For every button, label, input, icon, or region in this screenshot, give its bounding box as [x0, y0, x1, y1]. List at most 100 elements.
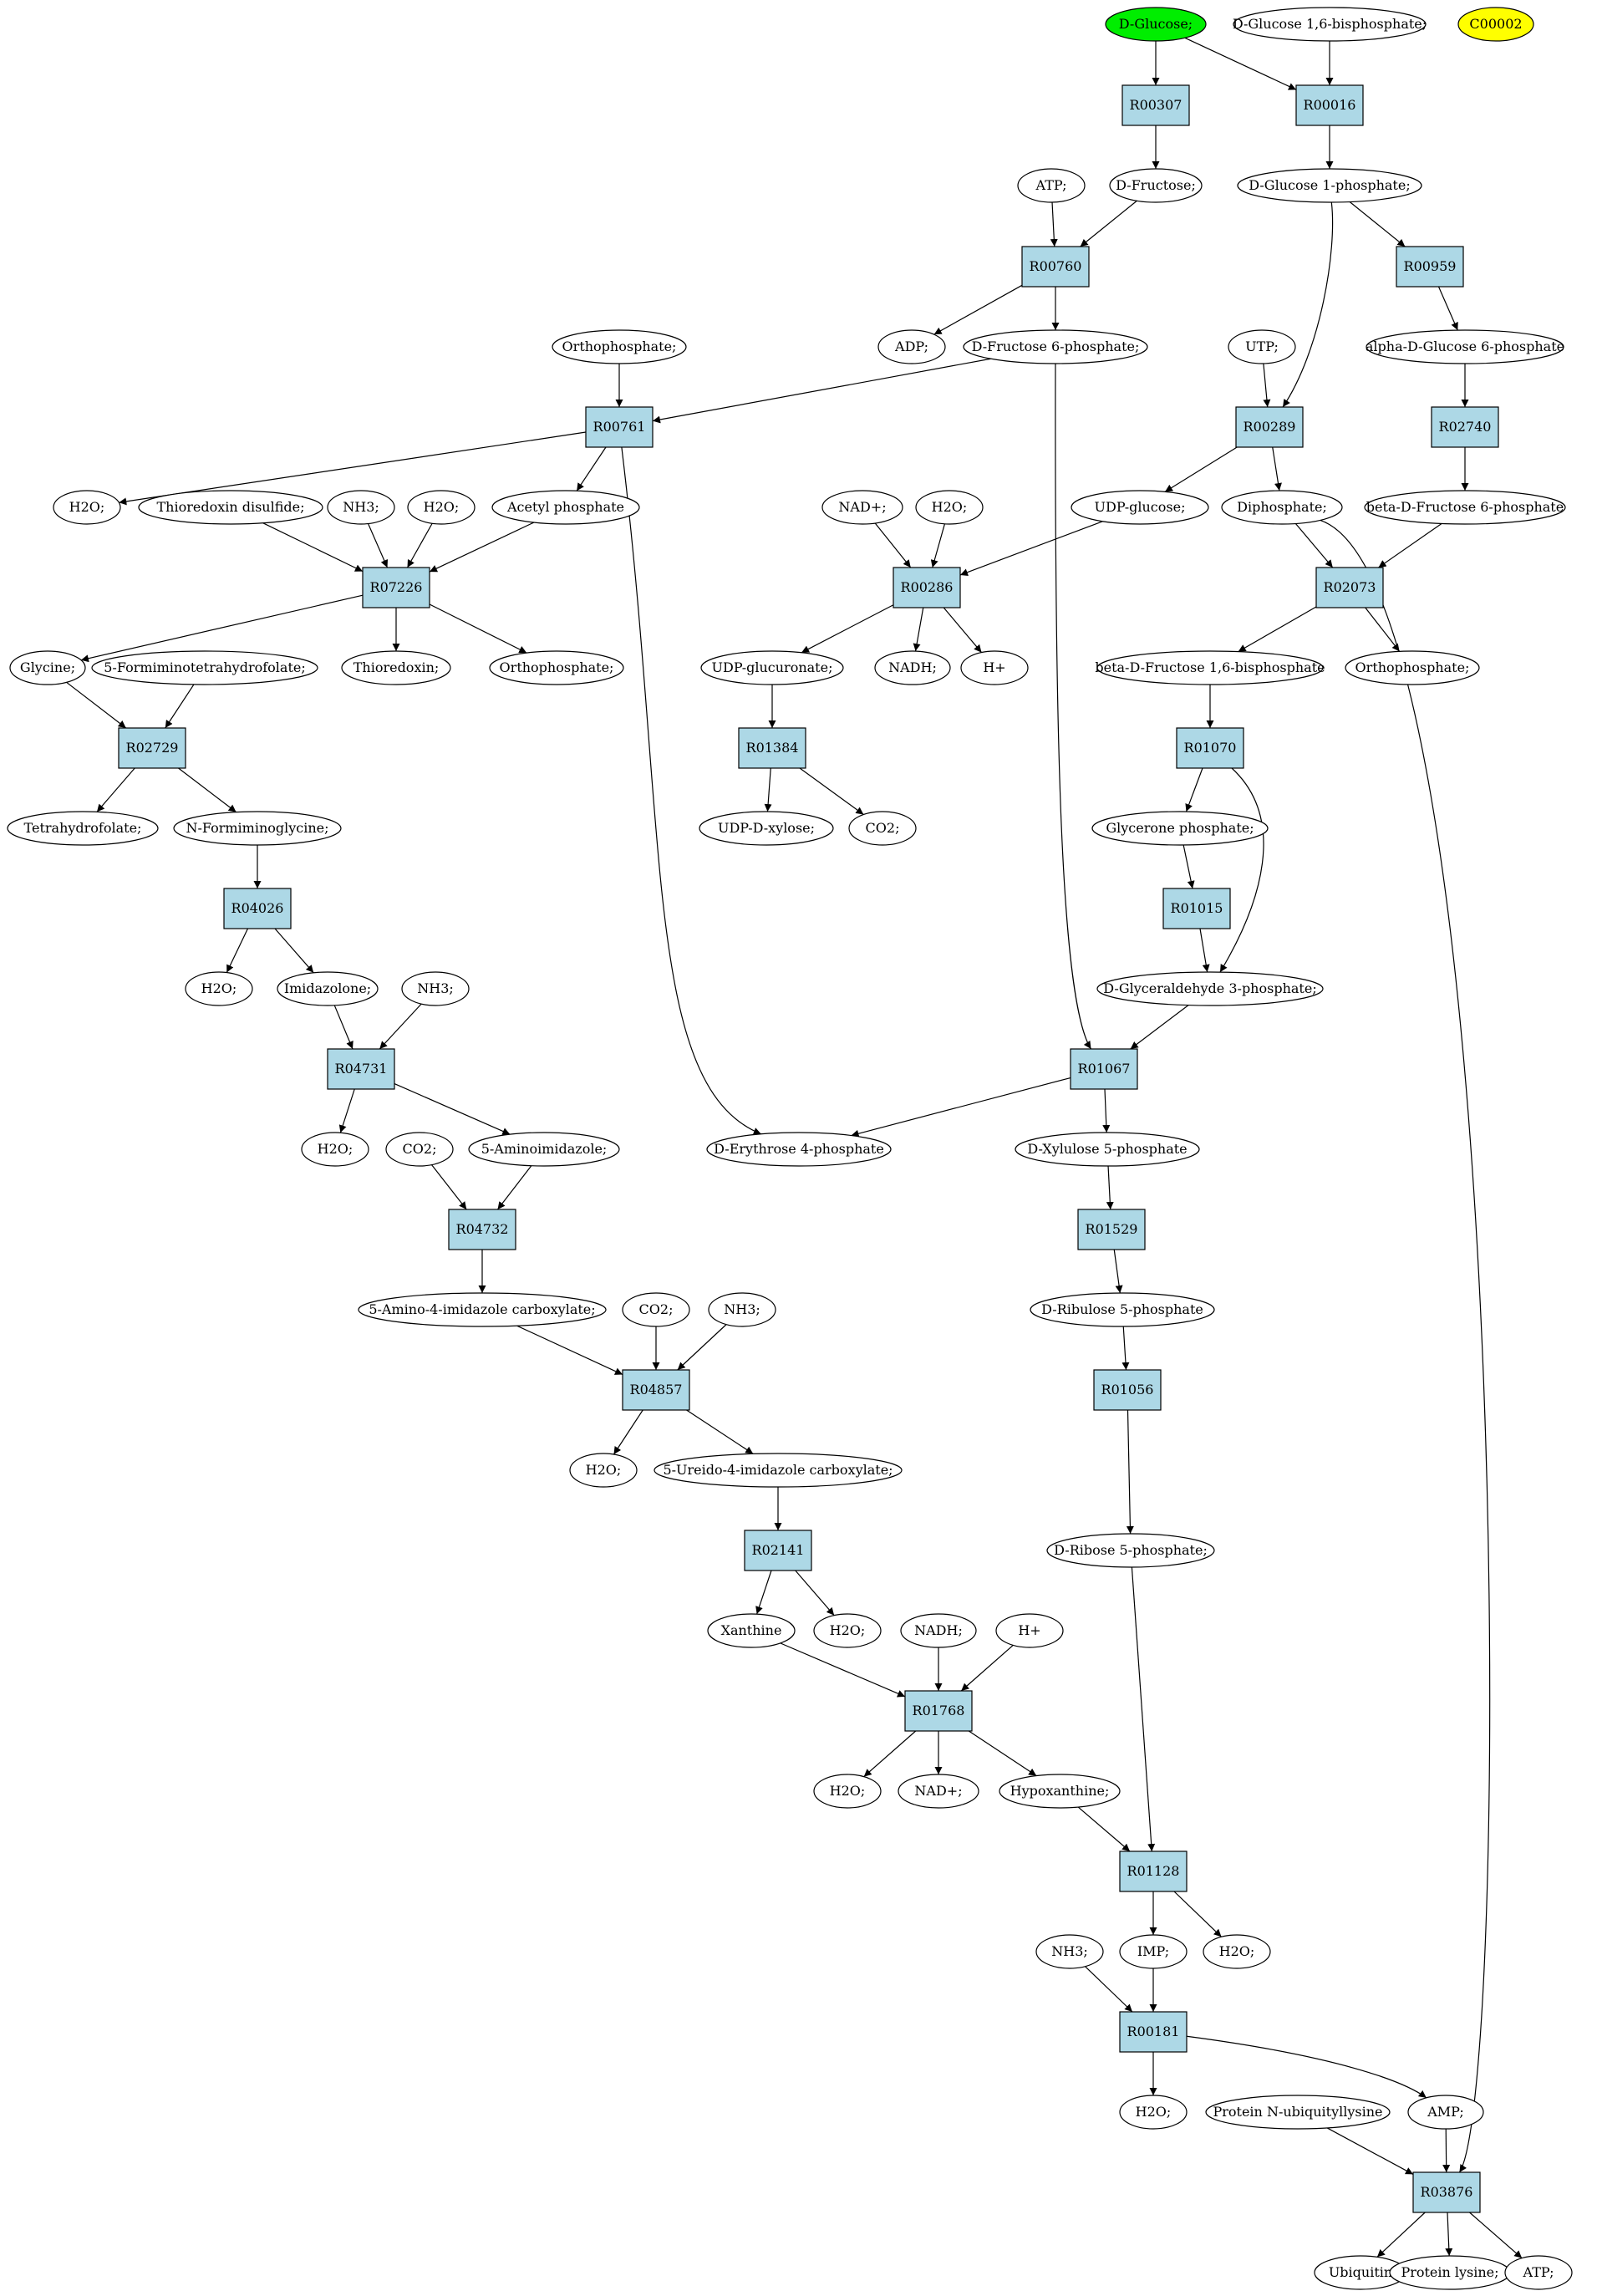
compound-node-diphosphate[interactable]: Diphosphate;	[1221, 490, 1343, 525]
compound-node-protein-lysine[interactable]: Protein lysine;	[1389, 2255, 1511, 2290]
compound-node-nh3[interactable]: NH3;	[327, 490, 395, 525]
reaction-node-r02729[interactable]: R02729	[118, 727, 186, 769]
compound-node-d-glyceraldehyde-3-phosphate[interactable]: D-Glyceraldehyde 3-phosphate;	[1096, 971, 1324, 1006]
compound-node-beta-d-fructose-6-phosphate[interactable]: beta-D-Fructose 6-phosphate	[1364, 490, 1566, 525]
compound-node-h2o[interactable]: H2O;	[407, 490, 476, 525]
compound-node-d-fructose-6-phosphate[interactable]: D-Fructose 6-phosphate;	[963, 329, 1148, 364]
compound-ellipse	[1109, 168, 1203, 203]
compound-node-h2o[interactable]: H2O;	[813, 1613, 882, 1648]
compound-node-thioredoxin[interactable]: Thioredoxin;	[341, 650, 451, 685]
compound-node-5-aminoimidazole[interactable]: 5-Aminoimidazole;	[468, 1132, 620, 1167]
compound-node-imidazolone[interactable]: Imidazolone;	[277, 971, 379, 1006]
compound-node-nad[interactable]: NAD+;	[821, 490, 903, 525]
reaction-node-r01015[interactable]: R01015	[1162, 888, 1231, 929]
reaction-node-r01067[interactable]: R01067	[1070, 1048, 1138, 1090]
compound-node-orthophosphate[interactable]: Orthophosphate;	[489, 650, 624, 685]
reaction-node-r01056[interactable]: R01056	[1093, 1369, 1162, 1411]
compound-node-d-ribulose-5-phosphate[interactable]: D-Ribulose 5-phosphate	[1030, 1292, 1215, 1327]
compound-node-beta-d-fructose-1-6-bisphosphate[interactable]: beta-D-Fructose 1,6-bisphosphate	[1095, 650, 1325, 685]
reaction-label: R01384	[746, 740, 799, 756]
compound-ellipse	[706, 1132, 892, 1167]
compound-node-udp-glucuronate[interactable]: UDP-glucuronate;	[700, 650, 844, 685]
reaction-node-r04732[interactable]: R04732	[448, 1209, 516, 1250]
edge-atp1-to-r00760	[1050, 201, 1058, 247]
compound-node-glycerone-phosphate[interactable]: Glycerone phosphate;	[1091, 811, 1269, 846]
reaction-node-r01384[interactable]: R01384	[738, 727, 806, 769]
compound-node-udp-glucose[interactable]: UDP-glucose;	[1071, 490, 1209, 525]
compound-node-d-ribose-5-phosphate[interactable]: D-Ribose 5-phosphate;	[1046, 1533, 1215, 1568]
compound-node-xanthine[interactable]: Xanthine	[707, 1613, 796, 1648]
compound-node-nh3[interactable]: NH3;	[708, 1292, 776, 1327]
reaction-node-r04857[interactable]: R04857	[622, 1369, 690, 1411]
compound-node-d-fructose[interactable]: D-Fructose;	[1109, 168, 1203, 203]
compound-node-imp[interactable]: IMP;	[1119, 1934, 1188, 1969]
compound-node-5-formiminotetrahydrofolate[interactable]: 5-Formiminotetrahydrofolate;	[91, 650, 318, 685]
reaction-node-r01529[interactable]: R01529	[1077, 1209, 1146, 1250]
compound-node-amp[interactable]: AMP;	[1407, 2095, 1484, 2130]
compound-node-thioredoxin-disulfide[interactable]: Thioredoxin disulfide;	[138, 490, 323, 525]
reaction-node-r00016[interactable]: R00016	[1295, 84, 1364, 126]
compound-node-c00002[interactable]: C00002	[1457, 7, 1534, 42]
compound-node-tetrahydrofolate[interactable]: Tetrahydrofolate;	[7, 811, 159, 846]
reaction-node-r00181[interactable]: R00181	[1119, 2011, 1188, 2053]
compound-node-atp[interactable]: ATP;	[1504, 2255, 1573, 2290]
reaction-node-r00286[interactable]: R00286	[893, 567, 961, 608]
compound-node-h2o[interactable]: H2O;	[915, 490, 984, 525]
compound-node-h2o[interactable]: H2O;	[1203, 1934, 1271, 1969]
compound-node-protein-n-ubiquityllysine[interactable]: Protein N-ubiquityllysine	[1205, 2095, 1391, 2130]
reaction-node-r04731[interactable]: R04731	[327, 1048, 395, 1090]
reaction-node-r02141[interactable]: R02141	[744, 1530, 812, 1571]
compound-node-hypoxanthine[interactable]: Hypoxanthine;	[999, 1774, 1121, 1809]
compound-node-co2[interactable]: CO2;	[622, 1292, 690, 1327]
reaction-node-r04026[interactable]: R04026	[223, 888, 292, 929]
reaction-node-r00760[interactable]: R00760	[1021, 246, 1090, 288]
compound-node-udp-d-xylose[interactable]: UDP-D-xylose;	[699, 811, 834, 846]
compound-node-h2o[interactable]: H2O;	[301, 1132, 369, 1167]
compound-node-nh3[interactable]: NH3;	[1035, 1934, 1104, 1969]
reaction-node-r01768[interactable]: R01768	[904, 1690, 973, 1732]
compound-node-h[interactable]: H+	[960, 650, 1029, 685]
compound-node-co2[interactable]: CO2;	[385, 1132, 454, 1167]
compound-node-adp[interactable]: ADP;	[877, 329, 946, 364]
compound-node-h[interactable]: H+	[995, 1613, 1064, 1648]
compound-node-ubiquitin[interactable]: Ubiquitin	[1314, 2255, 1407, 2290]
compound-node-atp[interactable]: ATP;	[1017, 168, 1086, 203]
compound-ellipse	[358, 1292, 607, 1327]
compound-node-acetyl-phosphate[interactable]: Acetyl phosphate	[491, 490, 640, 525]
compound-node-h2o[interactable]: H2O;	[1119, 2095, 1188, 2130]
reaction-node-r01070[interactable]: R01070	[1176, 727, 1244, 769]
compound-node-utp[interactable]: UTP;	[1228, 329, 1296, 364]
compound-node-co2[interactable]: CO2;	[848, 811, 917, 846]
compound-node-glycine[interactable]: Glycine;	[9, 650, 86, 685]
compound-node-d-erythrose-4-phosphate[interactable]: D-Erythrose 4-phosphate	[706, 1132, 892, 1167]
compound-node-nh3[interactable]: NH3;	[401, 971, 470, 1006]
compound-node-d-xylulose-5-phosphate[interactable]: D-Xylulose 5-phosphate	[1015, 1132, 1200, 1167]
compound-node-d-glucose[interactable]: D-Glucose;	[1105, 7, 1207, 42]
compound-label: NADH;	[914, 1622, 963, 1638]
compound-node-h2o[interactable]: H2O;	[569, 1453, 638, 1488]
compound-node-orthophosphate[interactable]: Orthophosphate;	[1345, 650, 1480, 685]
reaction-node-r07226[interactable]: R07226	[362, 567, 430, 608]
compound-node-h2o[interactable]: H2O;	[53, 490, 121, 525]
compound-node-5-amino-4-imidazole-carboxylate[interactable]: 5-Amino-4-imidazole carboxylate;	[358, 1292, 607, 1327]
reaction-node-r02740[interactable]: R02740	[1431, 406, 1499, 448]
compound-node-5-ureido-4-imidazole-carboxylate[interactable]: 5-Ureido-4-imidazole carboxylate;	[654, 1453, 903, 1488]
compound-node-nad[interactable]: NAD+;	[898, 1774, 979, 1809]
compound-node-h2o[interactable]: H2O;	[185, 971, 253, 1006]
reaction-node-r02073[interactable]: R02073	[1315, 567, 1384, 608]
reaction-node-r00959[interactable]: R00959	[1396, 246, 1464, 288]
compound-node-nadh[interactable]: NADH;	[900, 1613, 977, 1648]
compound-node-d-glucose-1-6-bisphosphate[interactable]: D-Glucose 1,6-bisphosphate;	[1233, 7, 1427, 42]
compound-node-alpha-d-glucose-6-phosphate[interactable]: alpha-D-Glucose 6-phosphate	[1366, 329, 1564, 364]
compound-ellipse	[707, 1613, 796, 1648]
reaction-node-r00289[interactable]: R00289	[1235, 406, 1304, 448]
reaction-node-r00307[interactable]: R00307	[1121, 84, 1190, 126]
compound-node-h2o[interactable]: H2O;	[813, 1774, 882, 1809]
compound-node-n-formiminoglycine[interactable]: N-Formiminoglycine;	[173, 811, 342, 846]
compound-node-orthophosphate[interactable]: Orthophosphate;	[552, 329, 687, 364]
reaction-node-r01128[interactable]: R01128	[1119, 1851, 1188, 1892]
compound-node-d-glucose-1-phosphate[interactable]: D-Glucose 1-phosphate;	[1237, 168, 1422, 203]
compound-node-nadh[interactable]: NADH;	[874, 650, 951, 685]
reaction-node-r00761[interactable]: R00761	[585, 406, 654, 448]
reaction-node-r03876[interactable]: R03876	[1412, 2171, 1481, 2213]
